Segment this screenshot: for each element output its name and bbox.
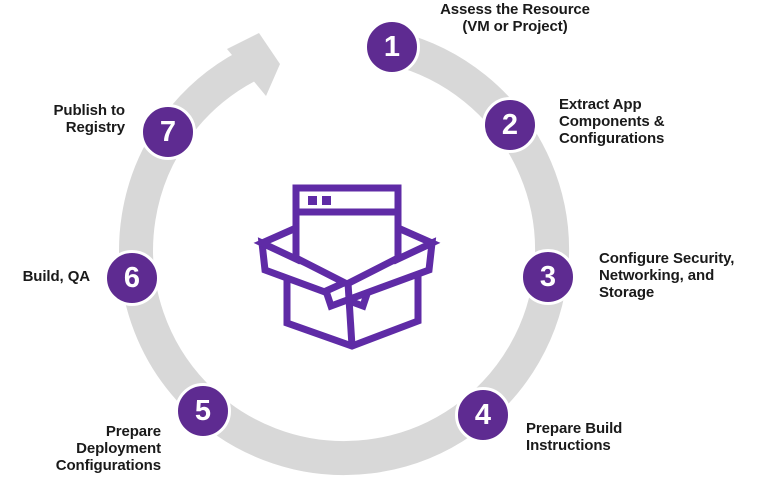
box-side-flap-left (253, 222, 300, 265)
label-line: Registry (65, 119, 125, 136)
step-number: 6 (123, 261, 141, 294)
label-line: Extract App (559, 96, 642, 113)
step-number: 1 (383, 30, 401, 63)
label-line: Assess the Resource (440, 1, 590, 18)
step-circle-6: 6 (104, 250, 160, 306)
box-side-flap-right (394, 222, 441, 265)
clockwise-arrow-icon (227, 33, 280, 96)
step-label-1: Assess the Resource (VM or Project) (415, 1, 615, 35)
step-circle-4: 4 (455, 387, 511, 443)
label-line: Prepare Build (526, 420, 623, 437)
label-line: Deployment (76, 440, 161, 457)
label-line: Configure Security, (599, 250, 735, 267)
step-circle-7: 7 (140, 104, 196, 160)
box-front-edge (344, 282, 356, 347)
label-line: Build, QA (22, 268, 91, 285)
step-circle-3: 3 (520, 249, 576, 305)
step-label-6: Build, QA (0, 268, 91, 285)
step-number: 4 (474, 398, 492, 431)
label-line: Configurations (55, 457, 161, 474)
label-line: Storage (599, 284, 655, 301)
step-number: 2 (501, 108, 519, 141)
ring-arc (119, 31, 570, 475)
label-line: (VM or Project) (462, 18, 568, 35)
label-line: Components & (559, 113, 665, 130)
titlebar-square-1 (308, 196, 317, 205)
label-line: Prepare (105, 423, 161, 440)
step-label-5: Prepare Deployment Configurations (20, 423, 161, 474)
step-label-2: Extract App Components & Configurations (559, 96, 665, 147)
label-line: Networking, and (599, 267, 715, 284)
step-circle-5: 5 (175, 383, 231, 439)
step-number: 5 (194, 394, 212, 427)
step-circle-2: 2 (482, 97, 538, 153)
label-line: Publish to (53, 102, 126, 119)
step-circle-1: 1 (364, 19, 420, 75)
step-number: 3 (539, 260, 557, 293)
step-label-4: Prepare Build Instructions (526, 420, 622, 454)
label-line: Configurations (559, 130, 665, 147)
titlebar-square-2 (322, 196, 331, 205)
step-label-7: Publish to Registry (24, 102, 126, 136)
step-number: 7 (159, 115, 177, 148)
label-line: Instructions (526, 437, 611, 454)
step-label-3: Configure Security, Networking, and Stor… (599, 250, 734, 301)
